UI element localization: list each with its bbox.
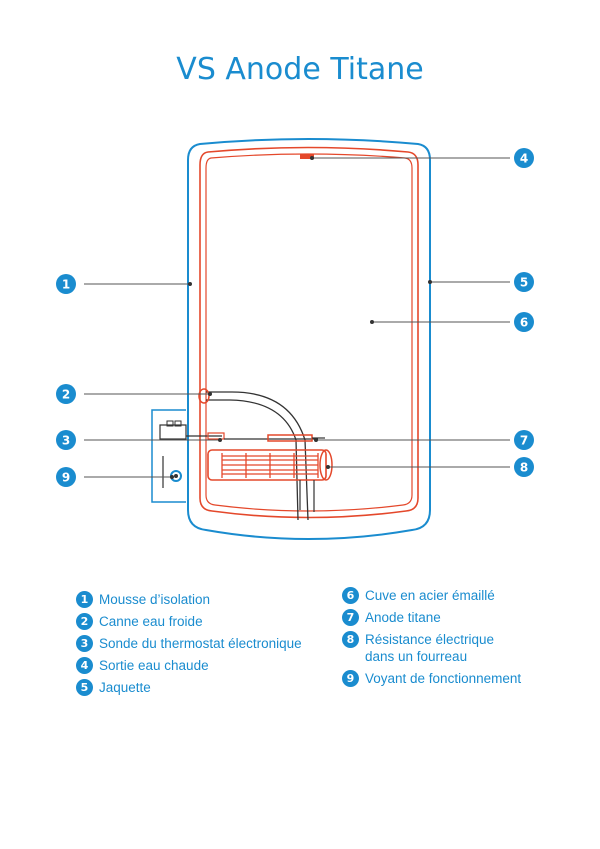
legend-left: 1 Mousse d’isolation 2 Canne eau froide …: [76, 591, 302, 701]
svg-text:5: 5: [520, 276, 528, 290]
legend-item: 8 Résistance électrique dans un fourreau: [342, 631, 521, 665]
legend-number: 8: [342, 631, 359, 648]
legend-number: 7: [342, 609, 359, 626]
legend-label: Sonde du thermostat électronique: [99, 636, 302, 651]
legend-number: 2: [76, 613, 93, 630]
legend-label: Mousse d’isolation: [99, 592, 211, 607]
svg-text:2: 2: [62, 388, 70, 402]
legend-label: Anode titane: [365, 610, 441, 625]
cold-water-pipe: [206, 391, 309, 521]
legend-label: Sortie eau chaude: [99, 658, 209, 673]
legend-item: 7 Anode titane: [342, 609, 521, 626]
legend-number: 5: [76, 679, 93, 696]
legend-item: 4 Sortie eau chaude: [76, 657, 302, 674]
legend-item: 2 Canne eau froide: [76, 613, 302, 630]
marker-8: 8: [514, 457, 534, 477]
marker-5: 5: [514, 272, 534, 292]
jacket-outline: [187, 138, 431, 540]
tank-outline: [199, 146, 419, 519]
svg-text:8: 8: [520, 461, 528, 475]
marker-2: 2: [56, 384, 76, 404]
legend-item: 1 Mousse d’isolation: [76, 591, 302, 608]
svg-text:9: 9: [62, 471, 70, 485]
tank-inner-outline: [205, 153, 413, 512]
heating-sheath: [207, 449, 327, 481]
marker-9: 9: [56, 467, 76, 487]
legend-number: 1: [76, 591, 93, 608]
svg-text:4: 4: [520, 152, 528, 166]
hot-water-outlet: [300, 154, 314, 159]
cold-water-inlet: [198, 388, 210, 404]
svg-text:1: 1: [62, 278, 70, 292]
legend-item: 6 Cuve en acier émaillé: [342, 587, 521, 604]
legend-number: 4: [76, 657, 93, 674]
marker-7: 7: [514, 430, 534, 450]
svg-text:7: 7: [520, 434, 528, 448]
heating-element-coils: [221, 453, 319, 478]
svg-text:3: 3: [62, 434, 70, 448]
marker-6: 6: [514, 312, 534, 332]
cold-water-pipe-inner: [206, 399, 299, 521]
legend-label: Voyant de fonctionnement: [365, 671, 522, 686]
legend-number: 6: [342, 587, 359, 604]
marker-1: 1: [56, 274, 76, 294]
legend-number: 9: [342, 670, 359, 687]
thermostat-connector: [159, 424, 187, 440]
legend-number: 3: [76, 635, 93, 652]
legend-right: 6 Cuve en acier émaillé 7 Anode titane 8…: [342, 587, 521, 692]
legend-item: 9 Voyant de fonctionnement: [342, 670, 521, 687]
svg-text:6: 6: [520, 316, 528, 330]
marker-3: 3: [56, 430, 76, 450]
legend-item: 3 Sonde du thermostat électronique: [76, 635, 302, 652]
legend-label: Cuve en acier émaillé: [365, 588, 495, 603]
legend-label: Jaquette: [99, 680, 151, 695]
legend-label: Canne eau froide: [99, 614, 203, 629]
legend-label: Résistance électrique dans un fourreau: [365, 632, 495, 664]
marker-4: 4: [514, 148, 534, 168]
legend-item: 5 Jaquette: [76, 679, 302, 696]
control-box: [151, 409, 186, 503]
diagram-title: VS Anode Titane: [176, 52, 424, 87]
